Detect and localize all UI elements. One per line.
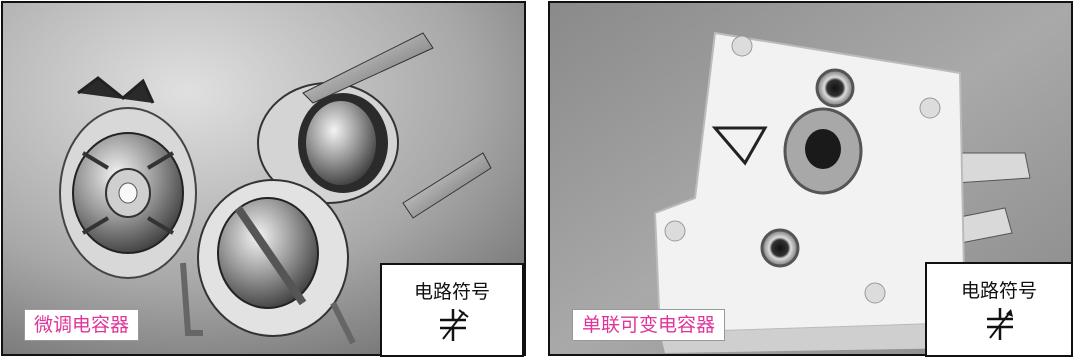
variable-capacitor-caption: 单联可变电容器: [572, 309, 726, 341]
circuit-symbol-label: 电路符号: [960, 280, 1037, 302]
trimmer-capacitor-caption: 微调电容器: [24, 309, 140, 341]
variable-capacitor-symbol-box: 电路符号: [925, 262, 1073, 357]
trimmer-capacitor-symbol-box: 电路符号: [380, 263, 524, 357]
circuit-symbol-label: 电路符号: [413, 281, 490, 303]
trimmer-capacitor-symbol-icon: [440, 309, 469, 341]
variable-capacitor-symbol-icon: [987, 308, 1013, 340]
